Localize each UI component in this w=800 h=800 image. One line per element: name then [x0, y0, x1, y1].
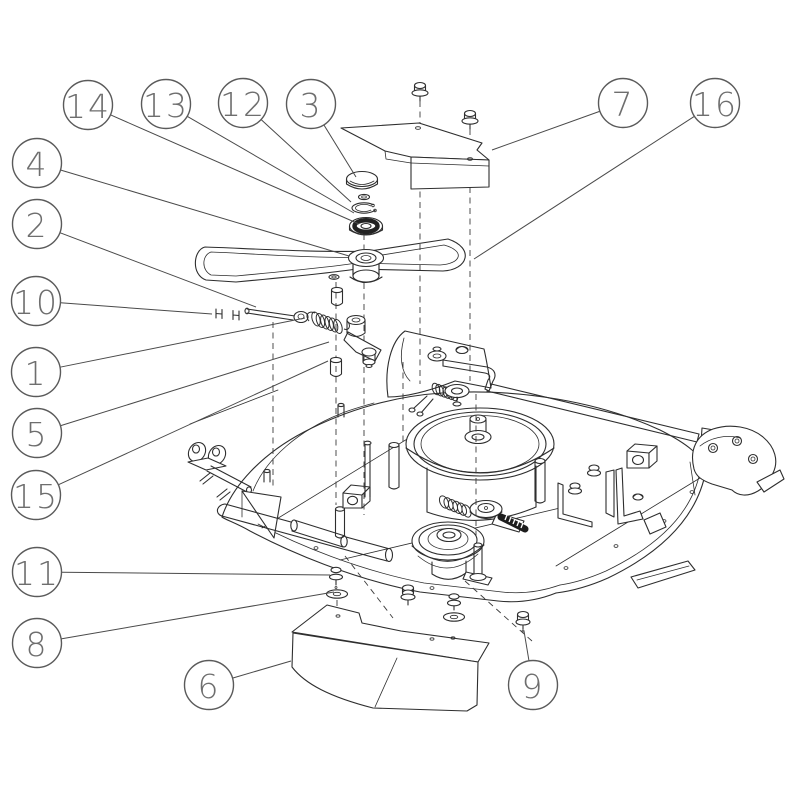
flange-bolt	[515, 610, 531, 633]
balloon-number-16: 16	[692, 85, 738, 124]
spacer-part	[328, 274, 344, 378]
link-rod-part	[244, 307, 309, 324]
drive-belt-part	[194, 238, 466, 283]
callout-3: 3	[285, 78, 357, 178]
leader-line-1	[59, 317, 306, 368]
leader-line-7	[491, 110, 601, 151]
balloon-circle-12	[217, 77, 269, 129]
balloon-circle-6	[183, 659, 235, 711]
balloon-circle-4	[11, 137, 63, 189]
balloon-number-1: 1	[25, 354, 48, 393]
balloon-number-7: 7	[612, 85, 635, 124]
callout-14: 14	[62, 79, 360, 225]
balloon-number-14: 14	[65, 87, 111, 126]
clevis-pin	[215, 308, 240, 321]
belt-idler-pulley-part	[347, 248, 385, 284]
leader-line-13	[186, 115, 355, 214]
channel-bracket-part	[557, 464, 644, 528]
flange-bolt	[461, 109, 479, 130]
balloon-circle-7	[597, 77, 649, 129]
callout-13: 13	[140, 78, 355, 214]
callout-12: 12	[217, 77, 352, 203]
balloon-number-2: 2	[26, 206, 49, 245]
leader-line-6	[232, 660, 292, 679]
callout-10: 10	[10, 275, 213, 327]
flange-bolt	[328, 566, 344, 589]
balloon-number-4: 4	[26, 145, 49, 184]
idler-arm-linkage-part	[215, 274, 382, 378]
spindle-pulley-part	[363, 407, 555, 521]
belt-cover-part	[340, 81, 490, 190]
balloon-circle-9	[507, 659, 559, 711]
balloon-number-10: 10	[13, 283, 59, 322]
callout-16: 16	[473, 77, 741, 260]
callout-11: 11	[11, 546, 331, 598]
balloon-circle-11	[11, 546, 63, 598]
balloon-circle-2	[11, 198, 63, 250]
wheel-arm-bracket-part	[689, 425, 785, 496]
clutch-pulley-part	[411, 521, 493, 586]
washer	[442, 612, 466, 622]
snap-ring-part	[351, 202, 380, 214]
balloon-circle-13	[140, 78, 192, 130]
balloon-number-12: 12	[220, 85, 266, 124]
cap-part	[345, 170, 379, 190]
balloon-number-11: 11	[14, 554, 60, 593]
deflector-shield-part	[291, 604, 490, 712]
hex-bolt	[400, 584, 416, 606]
callout-15: 15	[10, 360, 329, 521]
balloon-circle-15	[10, 469, 62, 521]
callout-1: 1	[10, 317, 306, 398]
balloon-number-13: 13	[143, 86, 189, 125]
balloon-number-15: 15	[13, 477, 59, 516]
balloon-circle-10	[10, 275, 62, 327]
bearing-part	[348, 216, 384, 236]
leader-line-12	[260, 119, 352, 203]
leader-line-14	[110, 114, 360, 225]
balloon-circle-3	[285, 78, 337, 130]
flange-bolt	[411, 81, 429, 102]
callout-5: 5	[11, 341, 330, 459]
leader-line-3	[323, 124, 357, 178]
balloon-circle-8	[11, 617, 63, 669]
washer-ring-part	[357, 193, 371, 201]
balloon-number-6: 6	[198, 667, 221, 706]
callout-7: 7	[491, 77, 649, 151]
balloon-circle-14	[62, 79, 114, 131]
callout-8: 8	[11, 591, 335, 669]
callout-9: 9	[507, 630, 559, 711]
leader-line-8	[61, 591, 335, 640]
balloon-circle-1	[10, 346, 62, 398]
balloon-number-8: 8	[26, 625, 49, 664]
washer	[325, 589, 349, 599]
front-rail-part	[187, 402, 394, 563]
idler-spring-part	[438, 495, 529, 533]
leader-line-4	[60, 169, 350, 257]
balloon-number-9: 9	[522, 667, 545, 706]
extension-spring-part	[306, 311, 350, 334]
leader-line-2	[59, 232, 257, 308]
leader-line-11	[61, 571, 331, 576]
coil-spring-shape	[438, 495, 472, 518]
leader-line-15	[58, 360, 329, 486]
leader-line-10	[60, 302, 213, 315]
balloon-number-5: 5	[26, 415, 49, 454]
balloon-number-3: 3	[300, 86, 323, 125]
callout-6: 6	[183, 659, 292, 711]
idler-arm-part	[343, 314, 382, 369]
balloon-circle-5	[11, 407, 63, 459]
leader-line-9	[523, 630, 530, 661]
leader-line-16	[473, 115, 695, 260]
belt-guide-bracket-part	[386, 330, 496, 417]
callout-2: 2	[11, 198, 257, 308]
flange-bolt	[446, 593, 462, 611]
callout-4: 4	[11, 137, 350, 257]
bearing-stack-part	[345, 170, 384, 236]
leader-line-5	[60, 341, 330, 427]
deck-shell-part	[189, 389, 707, 603]
balloon-circle-16	[689, 77, 741, 129]
deck-mount-hardware	[325, 566, 531, 633]
